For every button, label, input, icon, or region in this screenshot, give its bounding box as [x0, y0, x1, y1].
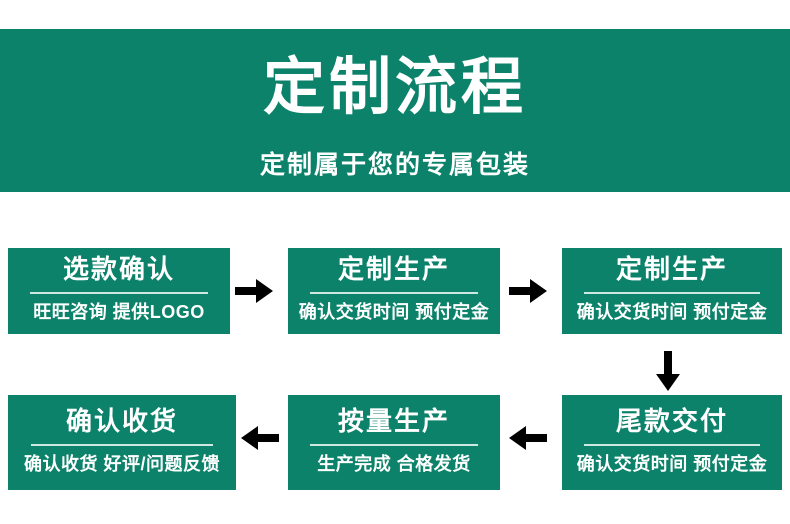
flow-step-5-subtitle: 生产完成 合格发货 [317, 453, 471, 474]
flow-step-2-subtitle: 确认交货时间 预付定金 [298, 302, 490, 323]
flow-step-6: 尾款交付 确认交货时间 预付定金 [562, 395, 782, 490]
flow-step-6-subtitle: 确认交货时间 预付定金 [576, 453, 768, 474]
flow-step-4-divider [30, 443, 214, 446]
arrow-right-icon [234, 276, 274, 306]
flow-step-3-divider [584, 292, 760, 295]
flow-step-3-subtitle: 确认交货时间 预付定金 [576, 302, 768, 323]
flow-step-1-divider [30, 292, 208, 295]
process-flow-diagram: 选款确认 旺旺咨询 提供LOGO 定制生产 确认交货时间 预付定金 定制生产 确… [0, 192, 790, 524]
flow-step-3-title: 定制生产 [615, 254, 728, 285]
flow-step-2-title: 定制生产 [337, 254, 450, 285]
arrow-left-icon [508, 423, 548, 453]
arrow-down-icon [648, 350, 688, 392]
flow-step-3: 定制生产 确认交货时间 预付定金 [562, 248, 782, 334]
flow-step-2: 定制生产 确认交货时间 预付定金 [288, 248, 500, 334]
flow-step-6-title: 尾款交付 [615, 405, 728, 436]
arrow-right-icon [508, 276, 548, 306]
flow-step-1: 选款确认 旺旺咨询 提供LOGO [8, 248, 230, 334]
flow-step-5-divider [309, 443, 479, 446]
flow-step-4-title: 确认收货 [65, 405, 178, 436]
flow-step-6-divider [584, 443, 760, 446]
flow-step-1-subtitle: 旺旺咨询 提供LOGO [33, 302, 205, 323]
header-banner: 定制流程 定制属于您的专属包装 [0, 29, 790, 192]
flow-step-1-title: 选款确认 [62, 254, 175, 285]
flow-step-4: 确认收货 确认收货 好评/问题反馈 [8, 395, 236, 490]
flow-step-4-subtitle: 确认收货 好评/问题反馈 [23, 453, 220, 474]
arrow-left-icon [240, 423, 280, 453]
flow-step-5: 按量生产 生产完成 合格发货 [288, 395, 500, 490]
flow-step-5-title: 按量生产 [337, 405, 450, 436]
page-subtitle: 定制属于您的专属包装 [259, 151, 530, 179]
flow-step-2-divider [309, 292, 479, 295]
page-title: 定制流程 [262, 53, 527, 122]
